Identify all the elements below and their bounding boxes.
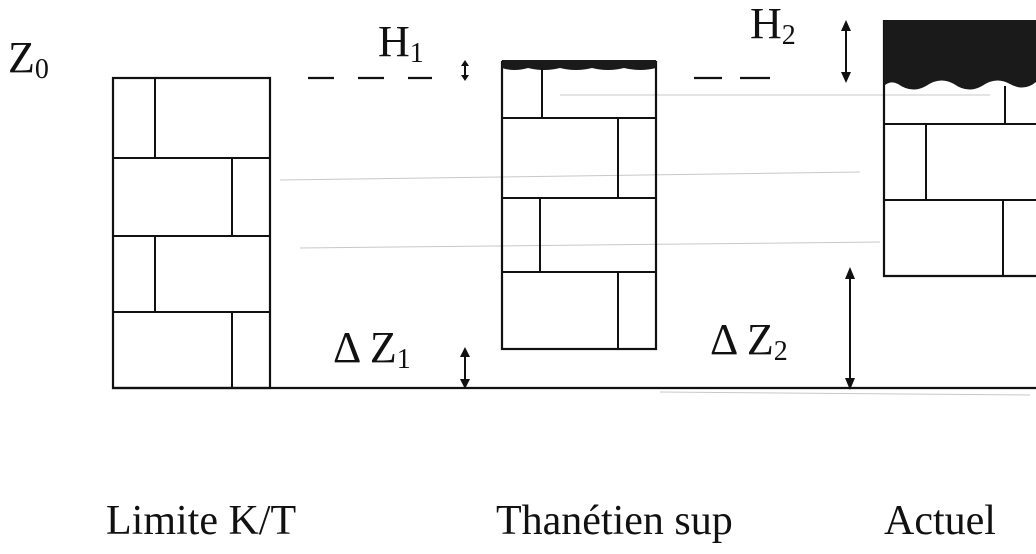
label-z0: Z0 <box>8 33 49 85</box>
arrow-dz2 <box>845 267 855 390</box>
arrow-h1 <box>461 60 469 81</box>
arrow-head-up <box>461 60 469 66</box>
label-h2-main: H <box>750 0 782 48</box>
label-h2: H2 <box>750 0 796 51</box>
column-outline <box>882 20 1036 278</box>
label-z0-main: Z <box>8 33 35 82</box>
scan-line <box>279 171 861 181</box>
label-dz1-main: Δ Z <box>333 323 397 372</box>
label-z0-sub: 0 <box>35 54 49 85</box>
scan-noise <box>279 94 1031 396</box>
label-h1-main: H <box>378 17 410 66</box>
column-actuel <box>882 20 1036 278</box>
arrow-head-down <box>461 75 469 81</box>
caption-thanetien: Thanétien sup <box>496 498 733 544</box>
column-outline <box>111 76 272 390</box>
column-limite-kt <box>111 76 272 390</box>
scan-line <box>299 241 881 249</box>
arrow-dz1 <box>460 347 470 389</box>
caption-limite-kt: Limite K/T <box>106 498 296 544</box>
arrow-head-up <box>845 267 855 279</box>
label-h2-sub: 2 <box>782 20 796 51</box>
label-dz2-main: Δ Z <box>710 315 774 364</box>
arrow-head-down <box>845 378 855 390</box>
label-dz1: Δ Z1 <box>333 323 411 375</box>
arrow-head-down <box>460 379 470 389</box>
arrow-h2 <box>841 20 851 83</box>
arrow-head-up <box>460 347 470 357</box>
label-h1-sub: 1 <box>410 38 424 69</box>
label-dz1-sub: 1 <box>397 344 411 375</box>
label-dz2-sub: 2 <box>774 336 788 367</box>
arrow-head-down <box>841 72 851 83</box>
label-h1: H1 <box>378 17 424 69</box>
scan-line <box>659 391 1031 396</box>
arrow-head-up <box>841 20 851 31</box>
eroded-crust-thin <box>502 60 656 70</box>
label-dz2: Δ Z2 <box>710 315 788 367</box>
eroded-crust-thick <box>884 20 1036 90</box>
column-outline <box>500 60 658 351</box>
caption-actuel: Actuel <box>884 498 996 544</box>
column-thanetien <box>500 60 658 351</box>
